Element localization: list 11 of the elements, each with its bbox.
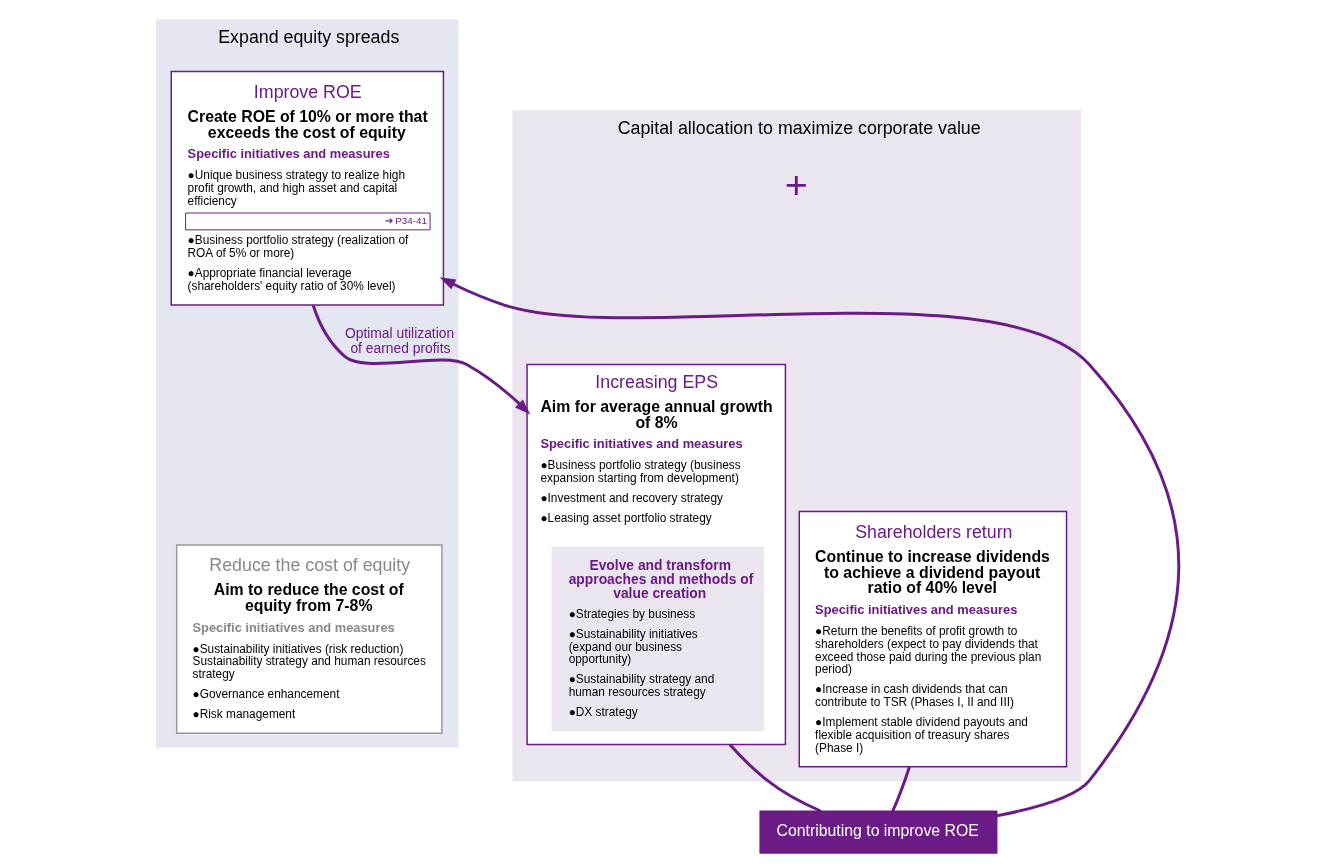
node-box: Evolve and transform approaches and methods of value creation ●Strategies by business ●Sustainability initiatives (expand our business opportunity) ●Sustainability strategy and human resources strategy ●DX strategy (551, 546, 764, 732)
arrow (311, 304, 531, 415)
edge-label: Optimal utilization of earned profits (344, 324, 455, 356)
node-box: Contributing to improve ROE (759, 810, 998, 854)
connector (728, 743, 822, 813)
node-box: Shareholders return Continue to increase dividends to achieve a dividend payout ratio of 40% level Specific initiatives and measures ●Return the benefits of profit growth to shareholders (expect to pay dividends that exceed those paid during the previous plan period) ●Increase in cash dividends that can contribute to TSR (Phases I, II and III) ●Implement stable dividend payouts and flexible acquisition of treasury shares (Phase I) (798, 510, 1068, 768)
node-box: Improve ROE Create ROE of 10% or more that exceeds the cost of equity Specific initiatives and measures ●Unique business strategy to realize high profit growth, and high asset and capital efficiency ➔ P34-41 ●Business portfolio strategy (realization of ROA of 5% or more) ●Appropriate financial leverage (shareholders' equity ratio of 30% level) (170, 70, 445, 306)
arrow (439, 277, 1181, 818)
connector (891, 766, 911, 812)
label: + (784, 162, 808, 207)
node-box: Reduce the cost of equity Aim to reduce the cost of equity from 7-8% Specific initiatives and measures ●Sustainability initiatives (risk reduction) Sustainability strategy and human resources strategy ●Governance enhancement ●Risk management (175, 544, 443, 734)
